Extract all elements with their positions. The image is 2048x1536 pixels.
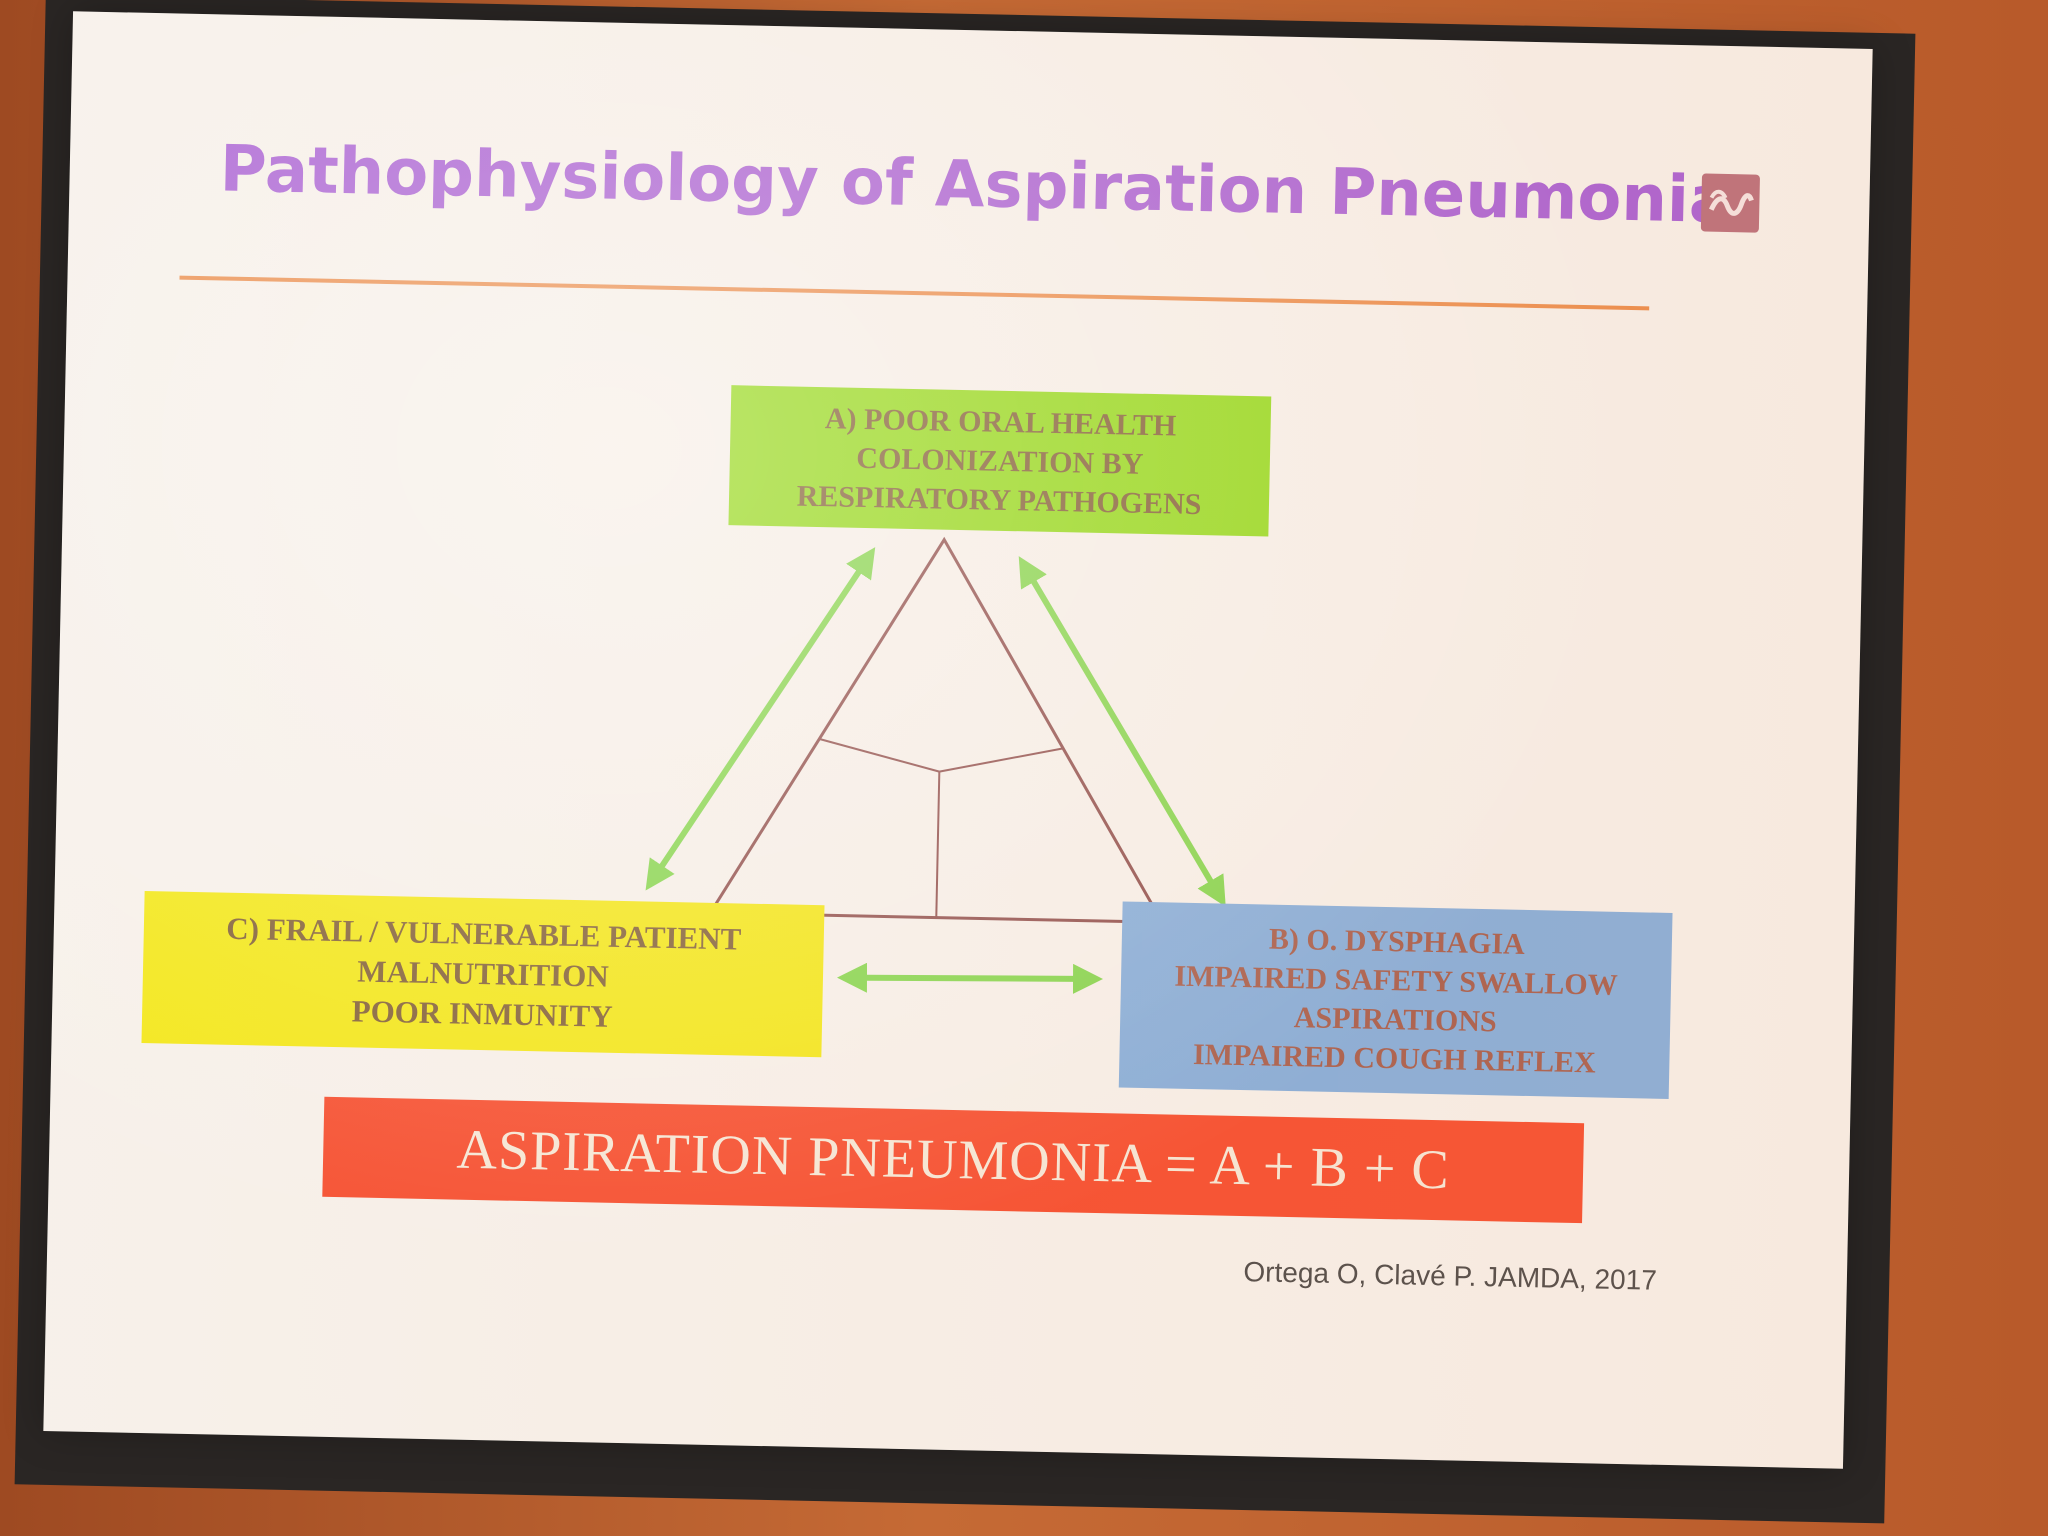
factor-c-line-1: C) FRAIL / VULNERABLE PATIENT	[226, 910, 742, 957]
arrow-a-to-b	[1018, 556, 1226, 907]
factor-a-line-3: RESPIRATORY PATHOGENS	[796, 479, 1202, 521]
arrow-c-to-b	[836, 962, 1104, 994]
factor-a-line-2: COLONIZATION BY	[856, 441, 1144, 481]
factor-c-line-3: POOR INMUNITY	[351, 993, 613, 1034]
factor-c-line-2: MALNUTRITION	[356, 953, 610, 994]
mm-logo-icon	[1700, 173, 1761, 233]
factor-b-line-1: B) O. DYSPHAGIA	[1268, 922, 1526, 961]
arrow-c-to-a	[645, 547, 876, 891]
factor-b-line-2: IMPAIRED SAFETY SWALLOW	[1174, 959, 1619, 1002]
presentation-slide: Pathophysiology of Aspiration Pneumonia …	[43, 11, 1873, 1469]
factor-b-line-4: IMPAIRED COUGH REFLEX	[1192, 1037, 1597, 1080]
triangle-diagram	[645, 536, 1226, 994]
factor-a-box: A) POOR ORAL HEALTH COLONIZATION BY RESP…	[728, 385, 1272, 537]
central-triangle	[707, 536, 1165, 924]
factor-b-box: B) O. DYSPHAGIA IMPAIRED SAFETY SWALLOW …	[1118, 901, 1673, 1099]
factor-c-box: C) FRAIL / VULNERABLE PATIENT MALNUTRITI…	[141, 890, 825, 1058]
factor-b-line-3: ASPIRATIONS	[1293, 1001, 1497, 1039]
